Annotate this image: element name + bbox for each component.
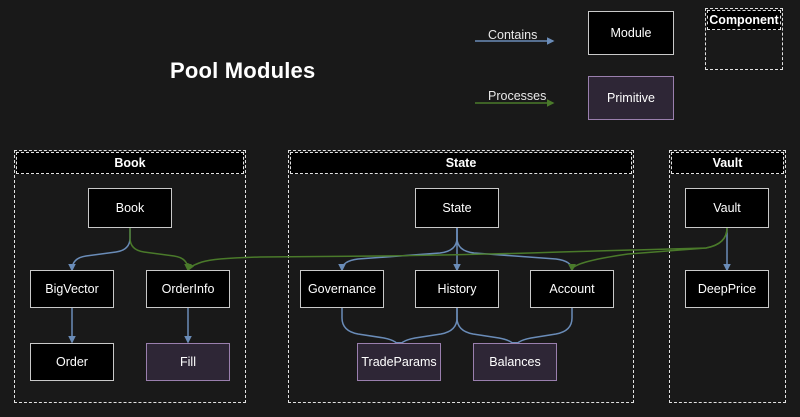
legend-component-header: Component <box>707 10 781 30</box>
node-orderinfo-label: OrderInfo <box>161 282 215 296</box>
node-account[interactable]: Account <box>530 270 614 308</box>
node-order-label: Order <box>56 355 88 369</box>
node-governance-label: Governance <box>307 282 377 296</box>
node-book-label: Book <box>115 201 145 215</box>
node-tradeparams[interactable]: TradeParams <box>357 343 441 381</box>
node-vault[interactable]: Vault <box>685 188 769 228</box>
node-history[interactable]: History <box>415 270 499 308</box>
node-bigvector[interactable]: BigVector <box>30 270 114 308</box>
node-deepprice-label: DeepPrice <box>697 282 757 296</box>
node-orderinfo[interactable]: OrderInfo <box>146 270 230 308</box>
legend-sample-module-label: Module <box>610 26 652 40</box>
node-state[interactable]: State <box>415 188 499 228</box>
legend-component-box <box>705 8 783 70</box>
group-vault <box>669 150 786 403</box>
legend-label-processes: Processes <box>488 89 547 103</box>
legend-component-label: Component <box>709 13 779 27</box>
group-state-label: State <box>445 156 477 170</box>
group-book-header: Book <box>16 152 244 174</box>
group-vault-label: Vault <box>712 156 743 170</box>
legend-label-contains: Contains <box>488 28 538 42</box>
legend-sample-primitive-label: Primitive <box>607 91 655 105</box>
group-state <box>288 150 634 403</box>
group-state-header: State <box>290 152 632 174</box>
group-vault-header: Vault <box>671 152 784 174</box>
node-deepprice[interactable]: DeepPrice <box>685 270 769 308</box>
node-fill[interactable]: Fill <box>146 343 230 381</box>
node-tradeparams-label: TradeParams <box>361 355 437 369</box>
node-bigvector-label: BigVector <box>45 282 99 296</box>
node-balances[interactable]: Balances <box>473 343 557 381</box>
legend-sample-module: Module <box>588 11 674 55</box>
legend-sample-primitive: Primitive <box>588 76 674 120</box>
node-vault-label: Vault <box>713 201 741 215</box>
node-order[interactable]: Order <box>30 343 114 381</box>
node-book[interactable]: Book <box>88 188 172 228</box>
node-history-label: History <box>437 282 477 296</box>
node-state-label: State <box>442 201 472 215</box>
node-balances-label: Balances <box>489 355 541 369</box>
group-book <box>14 150 246 403</box>
node-governance[interactable]: Governance <box>300 270 384 308</box>
page-title: Pool Modules <box>170 58 316 83</box>
node-fill-label: Fill <box>180 355 196 369</box>
group-book-label: Book <box>114 156 146 170</box>
node-account-label: Account <box>549 282 595 296</box>
